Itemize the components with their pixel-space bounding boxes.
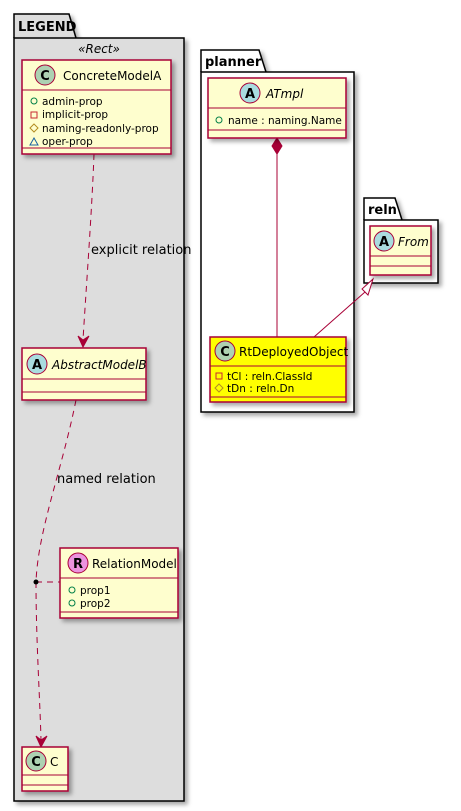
svg-text:C: C	[31, 755, 41, 770]
class-name: ConcreteModelA	[63, 69, 162, 83]
public-circle-icon	[68, 599, 76, 607]
class-name: ATmpl	[265, 87, 304, 101]
class-c-icon	[25, 750, 47, 772]
member-tdn: tDn : reln.Dn	[227, 383, 294, 395]
private-square-icon	[215, 372, 223, 380]
public-circle-icon	[215, 116, 223, 124]
member-name: name : naming.Name	[228, 115, 342, 127]
public-circle-icon	[68, 586, 76, 594]
class-name: AbstractModelB	[51, 358, 147, 372]
explicit-relation-label: explicit relation	[91, 243, 191, 258]
legend-package-title: LEGEND	[18, 20, 77, 35]
abstract-a-icon	[26, 353, 48, 375]
planner-package-title: planner	[205, 55, 262, 70]
legend-package[interactable]: LEGEND «Rect»	[13, 13, 185, 802]
composition-diamond-icon	[271, 137, 283, 155]
private-square-icon	[30, 111, 38, 119]
member-tcl: tCl : reln.ClassId	[227, 371, 312, 383]
svg-text:C: C	[40, 69, 50, 84]
explicit-relation-edge: explicit relation	[77, 153, 191, 349]
svg-text:R: R	[73, 557, 83, 572]
class-name: RelationModel	[92, 557, 177, 571]
composition-edge	[271, 137, 283, 337]
class-from[interactable]: A From	[369, 225, 432, 276]
svg-text:A: A	[245, 87, 255, 102]
member-naming-readonly-prop: naming-readonly-prop	[42, 123, 159, 135]
class-abstract-model-b[interactable]: A AbstractModelB	[21, 347, 147, 401]
named-relation-label: named relation	[57, 472, 156, 487]
reln-package-title: reln	[368, 203, 397, 218]
svg-text:C: C	[220, 345, 230, 360]
abstract-a-icon	[373, 230, 395, 252]
class-name: C	[50, 755, 58, 769]
svg-text:A: A	[379, 235, 389, 250]
association-point	[33, 579, 39, 585]
member-implicit-prop: implicit-prop	[42, 109, 108, 121]
protected-diamond-icon	[29, 123, 39, 133]
class-name: From	[398, 235, 429, 249]
class-name: RtDeployedObject	[239, 345, 348, 359]
class-atmpl[interactable]: A ATmpl name : naming.Name	[207, 77, 347, 139]
class-concrete-model-a[interactable]: C ConcreteModelA admin-prop implicit-pro…	[21, 59, 172, 155]
protected-diamond-icon	[214, 383, 224, 393]
inheritance-arrow-icon	[361, 277, 375, 296]
class-c-icon	[214, 340, 236, 362]
class-c-icon	[34, 64, 56, 86]
member-prop2: prop2	[80, 598, 111, 610]
member-admin-prop: admin-prop	[42, 96, 103, 108]
class-rt-deployed-object[interactable]: C RtDeployedObject tCl : reln.ClassId tD…	[209, 336, 348, 403]
member-oper-prop: oper-prop	[42, 136, 93, 148]
abstract-a-icon	[239, 82, 261, 104]
class-c[interactable]: C C	[21, 746, 69, 792]
named-relation-edge: named relation	[33, 399, 156, 749]
member-prop1: prop1	[80, 585, 111, 597]
inheritance-edge	[313, 277, 375, 338]
svg-text:A: A	[32, 358, 42, 373]
public-circle-icon	[30, 97, 38, 105]
relation-r-icon	[67, 552, 89, 574]
package-triangle-icon	[29, 136, 39, 146]
class-relation-model[interactable]: R RelationModel prop1 prop2	[59, 547, 179, 619]
legend-stereotype: «Rect»	[78, 42, 120, 56]
